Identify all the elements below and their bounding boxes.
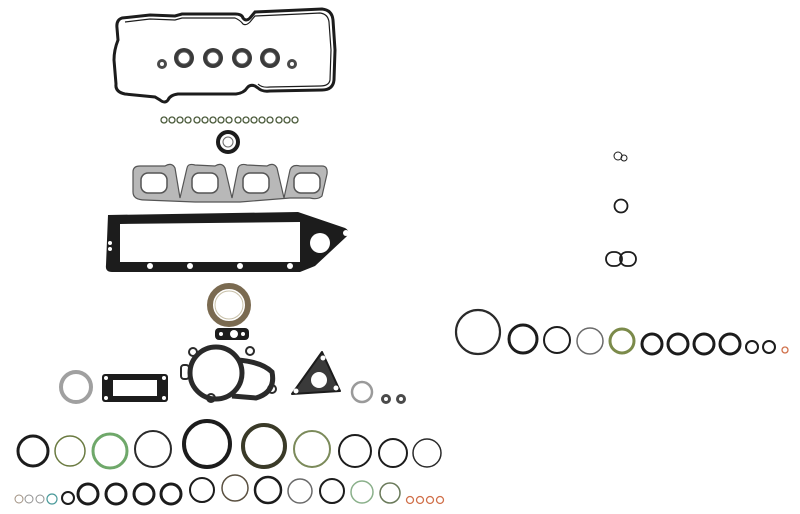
oring-row-1 bbox=[16, 419, 442, 470]
exhaust-manifold-gasket bbox=[132, 163, 328, 203]
oring-row-2 bbox=[14, 474, 445, 506]
spark-plug-seals bbox=[157, 48, 297, 69]
turbo-flange-ring bbox=[207, 283, 251, 327]
thermostat-gasket bbox=[102, 374, 168, 402]
triangle-gasket bbox=[291, 351, 341, 395]
left-metal-ring bbox=[59, 370, 93, 404]
right-oring-row bbox=[454, 308, 789, 356]
small-ring-and-washers bbox=[350, 380, 406, 404]
crankshaft-seal bbox=[216, 130, 240, 154]
bolt-seal-row bbox=[160, 116, 299, 124]
oil-feed-gasket bbox=[215, 328, 249, 340]
water-pump-gasket bbox=[180, 344, 277, 403]
right-top-seals bbox=[605, 151, 637, 267]
valve-cover-gasket bbox=[112, 7, 337, 104]
intake-manifold-gasket bbox=[105, 212, 349, 272]
